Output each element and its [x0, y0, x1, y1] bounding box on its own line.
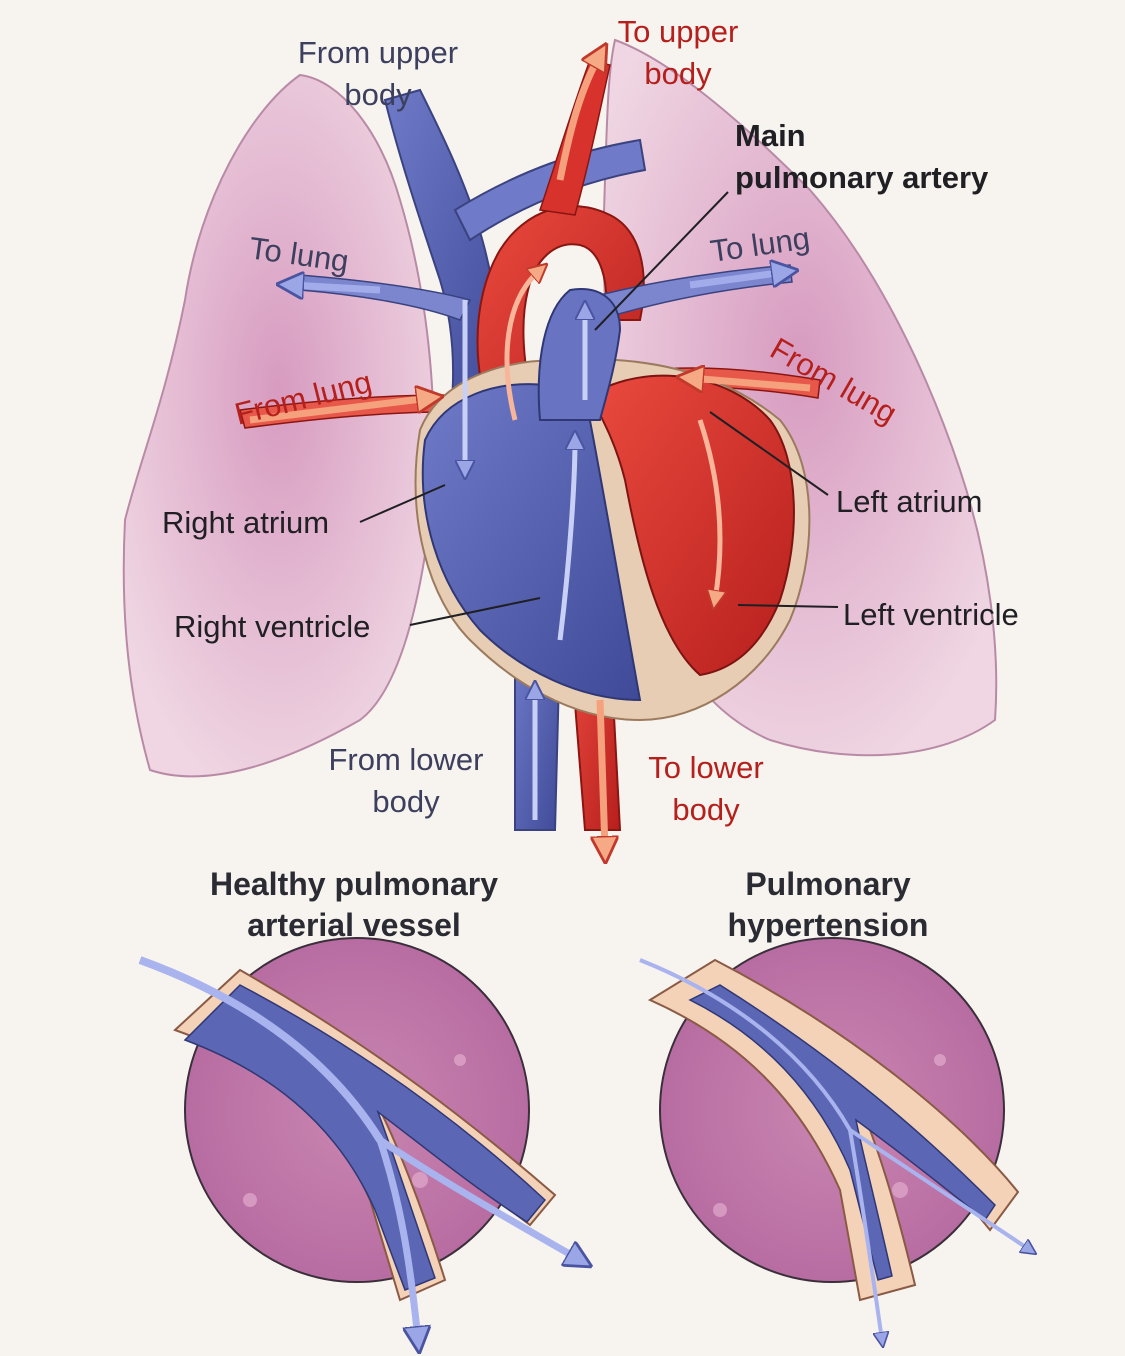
- label-right-atrium: Right atrium: [162, 505, 329, 540]
- label-right-ventricle: Right ventricle: [174, 609, 370, 644]
- label-from-upper-body-2: body: [344, 77, 412, 112]
- arrow-to-upper-body: [556, 55, 600, 181]
- arrow-from-lung-left: [249, 398, 430, 424]
- label-main-pa-2: pulmonary artery: [735, 160, 989, 195]
- arrow-from-lung-right: [690, 378, 811, 388]
- label-from-lower-body-1: From lower: [328, 742, 483, 777]
- label-left-atrium: Left atrium: [836, 484, 982, 519]
- left-lung: [122, 73, 435, 778]
- label-to-upper-body-2: body: [644, 56, 712, 91]
- arrow-to-lung-right: [689, 272, 785, 289]
- flow-arrow-lv: [697, 419, 720, 600]
- label-left-ventricle: Left ventricle: [843, 597, 1019, 632]
- label-from-lower-body-2: body: [372, 784, 440, 819]
- leader-left-ventricle: [737, 604, 839, 608]
- leader-left-atrium: [709, 411, 829, 496]
- left-heart-chambers: [588, 374, 795, 677]
- ph-title-line1: Pulmonary: [745, 866, 911, 902]
- main-pulmonary-artery: [537, 288, 622, 421]
- arrow-to-lower-body: [600, 699, 605, 850]
- flow-arrow-rv-up: [557, 440, 575, 641]
- leader-right-atrium: [359, 484, 446, 523]
- label-to-lower-body-1: To lower: [648, 750, 763, 785]
- label-to-lower-body-2: body: [672, 792, 740, 827]
- label-to-upper-body-1: To upper: [618, 14, 739, 49]
- right-heart-chambers: [421, 383, 642, 702]
- healthy-vessel-inset: [138, 937, 580, 1340]
- healthy-title-line2: arterial vessel: [247, 907, 461, 943]
- label-from-upper-body-1: From upper: [298, 35, 458, 70]
- flow-arrow-aorta-up: [504, 270, 540, 421]
- ph-title-line2: hypertension: [728, 907, 929, 943]
- pulmonary-hypertension-inset: [639, 937, 1030, 1340]
- label-main-pa-1: Main: [735, 118, 806, 153]
- healthy-title-line1: Healthy pulmonary: [210, 866, 498, 902]
- leader-main-pa: [594, 191, 729, 331]
- leader-right-ventricle: [409, 597, 541, 626]
- arrow-to-lung-left: [290, 285, 381, 290]
- aortic-branches: [539, 59, 611, 216]
